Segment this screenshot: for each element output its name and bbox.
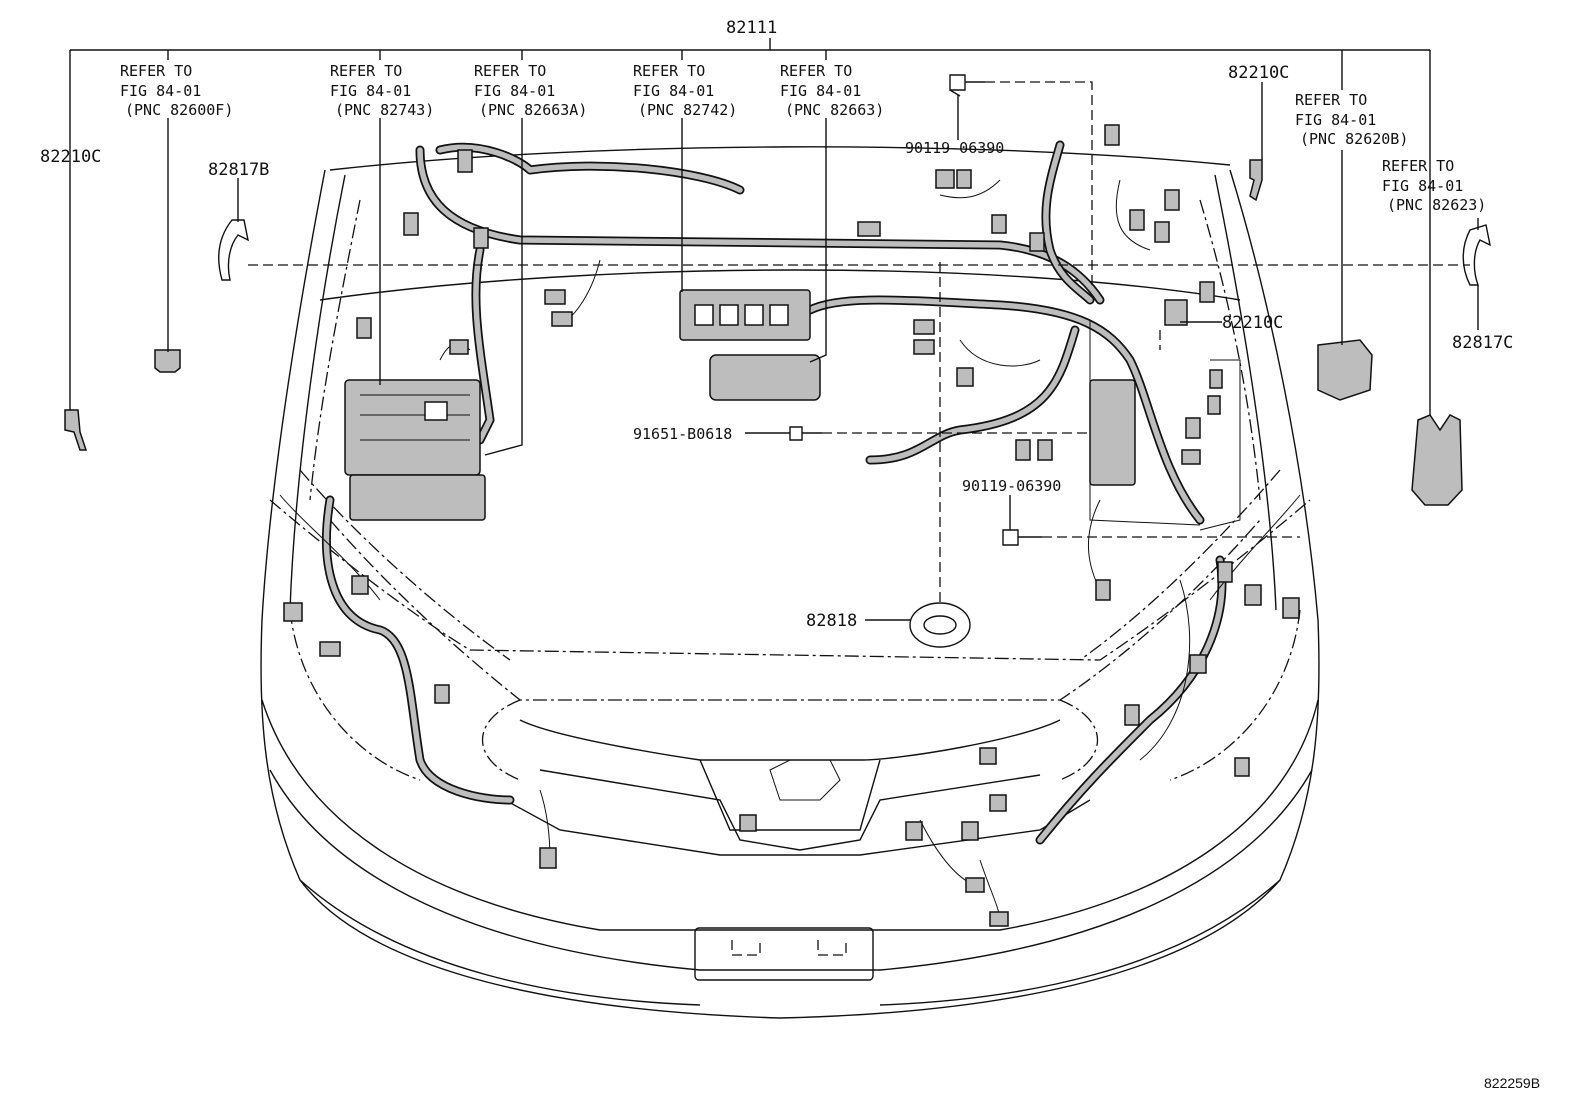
label-82210c-right-top: 82210C [1228,63,1289,83]
label-82817c: 82817C [1452,333,1513,353]
svg-text:(PNC 82663A): (PNC 82663A) [479,101,587,119]
clamp-right-icon [1462,224,1491,286]
svg-text:REFER TO: REFER TO [1295,91,1367,109]
leader-lines [69,38,1479,621]
ref-82742: REFER TO FIG 84-01 (PNC 82742) [633,62,737,119]
svg-text:FIG 84-01: FIG 84-01 [780,82,861,100]
svg-text:(PNC 82623): (PNC 82623) [1387,196,1486,214]
bolt-icon [789,426,822,441]
svg-text:(PNC 82620B): (PNC 82620B) [1300,130,1408,148]
ref-82620b: REFER TO FIG 84-01 (PNC 82620B) [1295,91,1408,148]
svg-text:FIG 84-01: FIG 84-01 [330,82,411,100]
clamp-left-icon [218,219,249,281]
svg-text:REFER TO: REFER TO [120,62,192,80]
svg-text:(PNC 82600F): (PNC 82600F) [125,101,233,119]
label-82210c-right-mid: 82210C [1222,313,1283,333]
connector-82623-icon [1411,414,1463,506]
ref-82663a: REFER TO FIG 84-01 (PNC 82663A) [474,62,587,119]
svg-text:FIG 84-01: FIG 84-01 [474,82,555,100]
connector-82600f-icon [154,349,181,373]
svg-text:REFER TO: REFER TO [780,62,852,80]
junction-block-center [679,289,821,401]
svg-text:REFER TO: REFER TO [330,62,402,80]
figure-code: 822259B [1484,1075,1540,1091]
car-body-outline [260,146,1320,1019]
svg-text:REFER TO: REFER TO [1382,157,1454,175]
relay-block-right [1089,299,1188,486]
bolt-icon [1002,529,1042,546]
label-bolt-small: 91651-B0618 [633,425,732,443]
svg-text:FIG 84-01: FIG 84-01 [1382,177,1463,195]
clip-left-icon [64,409,88,451]
svg-text:(PNC 82743): (PNC 82743) [335,101,434,119]
svg-text:REFER TO: REFER TO [633,62,705,80]
label-bolt-top: 90119-06390 [905,139,1004,157]
label-bolt-mid: 90119-06390 [962,477,1061,495]
ref-82743: REFER TO FIG 84-01 (PNC 82743) [330,62,434,119]
svg-text:REFER TO: REFER TO [474,62,546,80]
svg-text:(PNC 82663): (PNC 82663) [785,101,884,119]
connector-82620b-icon [1317,339,1373,401]
clip-right-icon [1249,159,1263,202]
svg-text:FIG 84-01: FIG 84-01 [1295,111,1376,129]
ref-82623: REFER TO FIG 84-01 (PNC 82623) [1382,157,1486,214]
ref-82600f: REFER TO FIG 84-01 (PNC 82600F) [120,62,233,119]
svg-text:FIG 84-01: FIG 84-01 [120,82,201,100]
label-82817b: 82817B [208,160,269,180]
svg-text:FIG 84-01: FIG 84-01 [633,82,714,100]
connectors [283,124,1300,927]
label-82818: 82818 [806,611,857,631]
ref-82663: REFER TO FIG 84-01 (PNC 82663) [780,62,884,119]
svg-text:(PNC 82742): (PNC 82742) [638,101,737,119]
harness-routing [279,140,1301,921]
label-82210c-left: 82210C [40,147,101,167]
grommet-82818 [909,602,971,648]
label-82111: 82111 [726,18,777,38]
relay-box-left [344,379,486,521]
bolt-icon [949,74,985,97]
